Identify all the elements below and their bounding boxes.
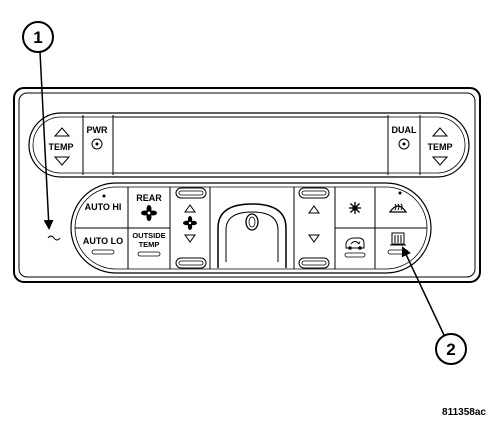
snowflake-icon: [349, 202, 361, 214]
sensor-lens-icon: [245, 213, 259, 231]
rear-defrost-button[interactable]: [387, 232, 409, 255]
auto-lo-indicator-icon: [91, 249, 115, 255]
front-defrost-button[interactable]: [388, 191, 408, 213]
dual-label: DUAL: [392, 125, 417, 135]
recirculation-indicator-icon: [344, 252, 366, 258]
lcd-display: [112, 116, 389, 174]
callout-2-number: 2: [446, 340, 455, 359]
ac-button[interactable]: [349, 202, 361, 214]
temp-left-label: TEMP: [48, 142, 73, 152]
auto-hi-button[interactable]: AUTO HI: [85, 194, 122, 213]
rear-defrost-icon: [390, 232, 406, 246]
rear-label: REAR: [136, 193, 162, 203]
callout-2: 2: [401, 246, 467, 365]
power-label: PWR: [87, 125, 108, 135]
outside-temp-label-line1: OUTSIDE: [132, 231, 165, 240]
dual-button[interactable]: DUAL: [392, 125, 417, 150]
ambient-sensor-mark: [47, 235, 61, 241]
dual-indicator-icon: [398, 138, 410, 150]
figure-code: 811358ac: [442, 407, 486, 418]
outside-temp-button[interactable]: OUTSIDE TEMP: [132, 231, 166, 257]
temp-right-control[interactable]: TEMP: [427, 127, 453, 166]
power-indicator-icon: [91, 138, 103, 150]
rear-fan-button[interactable]: REAR: [136, 193, 162, 221]
temp-left-control[interactable]: TEMP: [48, 127, 74, 166]
auto-lo-button[interactable]: AUTO LO: [83, 236, 123, 255]
callout-1-number: 1: [33, 28, 42, 47]
fan-speed-rocker[interactable]: [175, 187, 207, 269]
auto-hi-label: AUTO HI: [85, 202, 122, 212]
fan-speed-icon: [183, 216, 197, 230]
inner-bezel: [18, 92, 476, 278]
front-defrost-icon: [388, 203, 408, 213]
recirculation-icon: [345, 237, 365, 250]
fan-icon: [141, 205, 157, 221]
outside-temp-label-line2: TEMP: [139, 240, 160, 249]
outside-temp-indicator-icon: [137, 251, 161, 257]
recirculation-button[interactable]: [344, 237, 366, 258]
mode-rocker[interactable]: [298, 187, 330, 269]
temp-right-label: TEMP: [427, 142, 452, 152]
auto-lo-label: AUTO LO: [83, 236, 123, 246]
callout-1: 1: [22, 21, 54, 230]
center-sensor: [217, 203, 287, 268]
power-button[interactable]: PWR: [87, 125, 108, 150]
